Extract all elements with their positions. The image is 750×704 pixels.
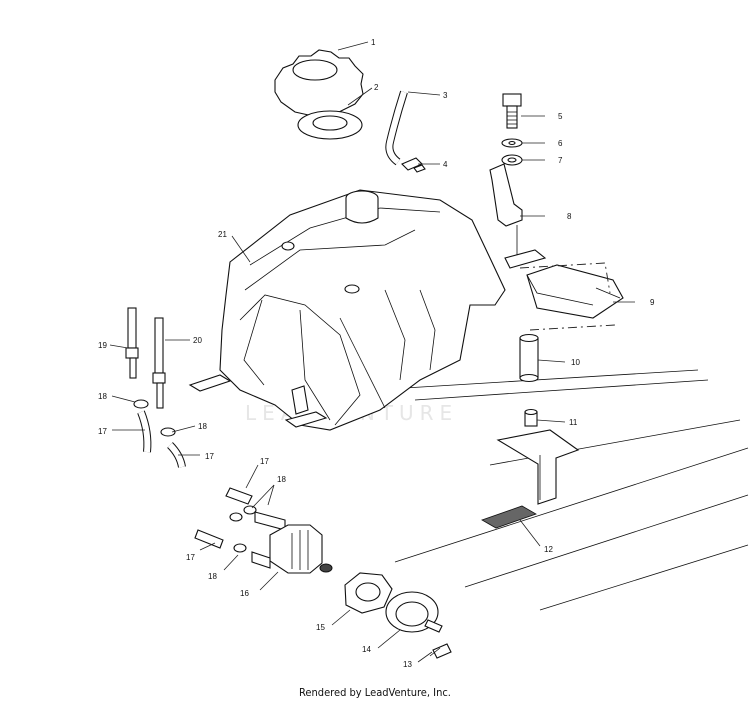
- callout-19: 19: [98, 341, 107, 350]
- callout-16: 16: [240, 589, 249, 598]
- callout-13: 13: [403, 660, 412, 669]
- callout-20: 20: [193, 336, 202, 345]
- leader-lines: [109, 41, 635, 663]
- fuel-tank: [188, 189, 547, 431]
- spacer-tube: [519, 333, 539, 383]
- fuel-cap: [274, 49, 364, 117]
- clamp-18-left: [133, 399, 149, 409]
- fuel-line-19: [125, 307, 139, 379]
- callout-10: 10: [571, 358, 580, 367]
- callout-14: 14: [362, 645, 371, 654]
- callout-18-upper-left: 18: [98, 392, 107, 401]
- callout-12: 12: [544, 545, 553, 554]
- clamp-18-right: [160, 427, 176, 437]
- bushing: [524, 408, 538, 427]
- callout-4: 4: [443, 160, 448, 169]
- callout-15: 15: [316, 623, 325, 632]
- callout-17-valve-top: 17: [260, 457, 269, 466]
- callout-18-upper-right: 18: [198, 422, 207, 431]
- callout-8: 8: [567, 212, 572, 221]
- vent-fitting: [401, 157, 426, 173]
- hose-17-right: [167, 442, 186, 468]
- callout-1: 1: [371, 38, 376, 47]
- callout-17-hose-left: 17: [98, 427, 107, 436]
- callout-11: 11: [569, 418, 578, 427]
- washer: [501, 138, 523, 148]
- warning-decal: [481, 505, 537, 529]
- clamp-ring: [385, 591, 443, 633]
- fuel-valve: [194, 487, 333, 574]
- callout-17-valve-left: 17: [186, 553, 195, 562]
- callout-2: 2: [374, 83, 379, 92]
- hose-17-left: [137, 410, 152, 453]
- vent-hose: [385, 90, 408, 166]
- callout-18-valve-top: 18: [277, 475, 286, 484]
- clamp-screw: [429, 643, 452, 659]
- footer-credit: Rendered by LeadVenture, Inc.: [299, 686, 451, 699]
- callout-18-valve-bottom: 18: [208, 572, 217, 581]
- tank-mount-pad: [519, 262, 624, 331]
- mounting-bolt: [502, 93, 522, 129]
- callout-labels: 1 2 3 4 5 6 7 8 9 10 11 12 13 14 15 16 1…: [98, 38, 655, 669]
- tank-nut: [344, 572, 393, 614]
- callout-3: 3: [443, 91, 448, 100]
- cap-gasket: [297, 110, 363, 140]
- lock-washer: [501, 154, 523, 166]
- callout-5: 5: [558, 112, 563, 121]
- callout-17-hose-right: 17: [205, 452, 214, 461]
- callout-9: 9: [650, 298, 655, 307]
- callout-6: 6: [558, 139, 563, 148]
- fuel-line-20: [152, 317, 166, 409]
- mounting-bracket: [489, 163, 523, 255]
- callout-7: 7: [558, 156, 563, 165]
- callout-21: 21: [218, 230, 227, 239]
- frame-rails: [394, 369, 749, 611]
